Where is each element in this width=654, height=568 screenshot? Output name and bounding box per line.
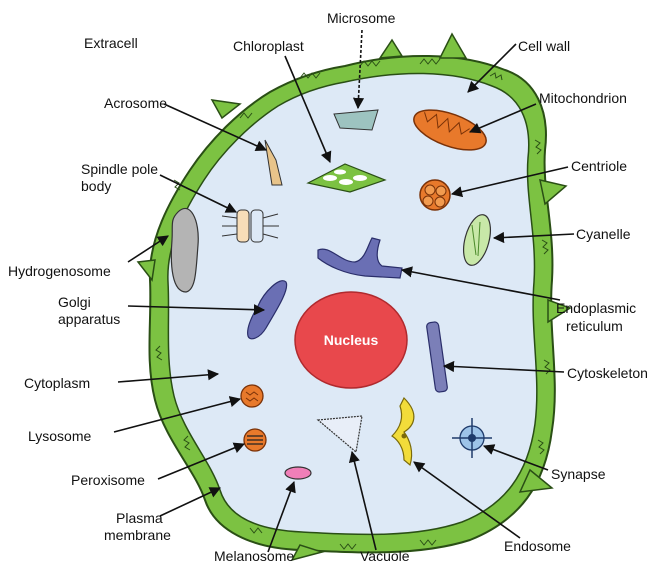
label-acrosome: Acrosome: [104, 95, 167, 111]
label-hydrogenosome: Hydrogenosome: [8, 263, 111, 279]
label-mitochondrion: Mitochondrion: [539, 90, 627, 106]
label-endosome: Endosome: [504, 538, 571, 554]
label-cytoplasm: Cytoplasm: [24, 375, 90, 391]
label-golgi-1: Golgi: [58, 294, 91, 310]
label-centriole: Centriole: [571, 158, 627, 174]
label-plasma-membrane-2: membrane: [104, 527, 171, 543]
label-extracell: Extracell: [84, 35, 138, 51]
label-golgi-2: apparatus: [58, 311, 120, 327]
microsome: [334, 110, 378, 130]
label-plasma-membrane-1: Plasma: [116, 510, 163, 526]
label-spindle-pole-body-2: body: [81, 178, 111, 194]
hydrogenosome: [171, 208, 198, 292]
label-peroxisome: Peroxisome: [71, 472, 145, 488]
label-lysosome: Lysosome: [28, 428, 91, 444]
label-microsome: Microsome: [327, 10, 395, 26]
label-cell-wall: Cell wall: [518, 38, 570, 54]
peroxisome: [244, 429, 266, 451]
label-er-2: reticulum: [566, 318, 623, 334]
lysosome: [241, 385, 263, 407]
label-melanosome: Melanosome: [214, 548, 294, 564]
centriole: [420, 180, 450, 210]
label-chloroplast: Chloroplast: [233, 38, 304, 54]
label-spindle-pole-body-1: Spindle pole: [81, 161, 158, 177]
nucleus-label: Nucleus: [324, 332, 379, 348]
label-cyanelle: Cyanelle: [576, 226, 630, 242]
label-vacuole: Vacuole: [360, 548, 410, 564]
melanosome: [285, 467, 311, 479]
label-synapse: Synapse: [551, 466, 605, 482]
label-er-1: Endoplasmic: [556, 300, 636, 316]
label-cytoskeleton: Cytoskeleton: [567, 365, 648, 381]
